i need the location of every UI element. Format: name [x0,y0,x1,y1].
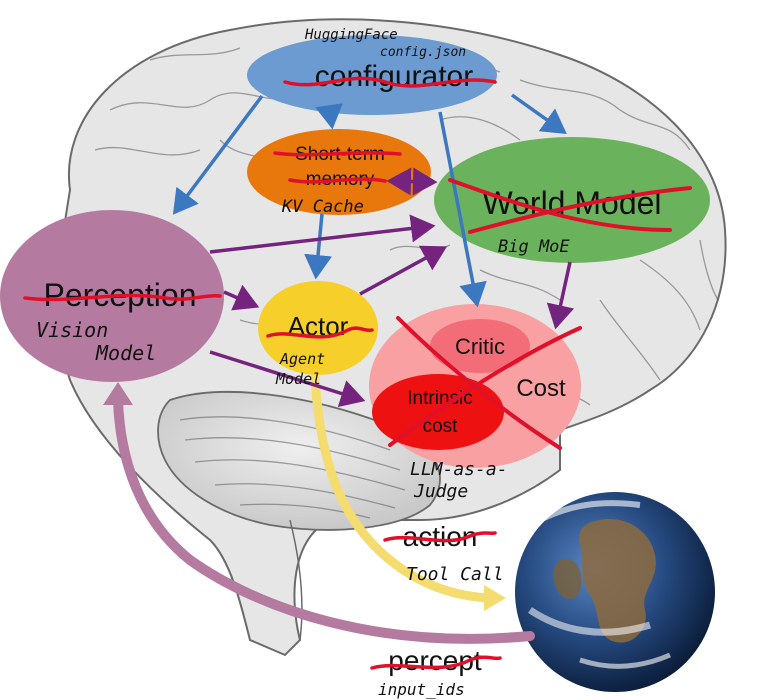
configurator-annotation-line1: HuggingFace [304,27,398,43]
short-term-memory-strike-2 [288,177,387,184]
action-annotation: Tool Call [406,564,504,585]
actor-annotation-line2: Model [275,370,321,388]
cost-cross-2 [388,326,582,447]
percept-edge [113,395,535,644]
actor-strikethrough [266,326,374,339]
actor-node [258,281,378,375]
world-model-node [434,137,710,263]
configurator-label: configurator [315,60,473,93]
short-term-memory-strike-1 [273,151,402,157]
judge-annotation-line2: Judge [413,481,468,502]
judge-annotation-line1: LLM-as-a- [410,459,508,480]
configurator-node [247,35,497,115]
perception-annotation-line2: Model [95,341,156,365]
cost-cross-1 [396,316,562,450]
earth-globe-icon [515,492,715,692]
percept-strikethrough [370,655,502,670]
configurator-arrows [172,93,567,308]
percept-annotation: input_ids [378,680,465,699]
action-strikethrough [383,531,497,543]
percept-edge-arrowhead [103,382,133,405]
short-term-memory-annotation: KV Cache [281,197,364,217]
perception-strikethrough [23,293,222,302]
configurator-strikethrough [283,76,497,88]
action-edge [310,373,493,603]
critic-label: Critic [455,334,505,359]
intrinsic-cost-label-line2: cost [423,416,459,437]
short-term-memory-node [247,129,431,215]
configurator-annotation-line2: config.json [380,45,466,60]
perception-annotation-line1: Vision [36,318,108,342]
cost-label: Cost [516,375,566,402]
world-model-cross-2 [468,186,692,234]
action-edge-arrowhead [484,585,506,611]
world-model-annotation: Big MoE [498,237,570,257]
world-model-label: World Model [482,185,661,221]
data-flow-arrows [209,167,575,408]
intrinsic-cost-label-line1: Intrinsic [407,388,472,409]
actor-annotation-line1: Agent [279,350,325,368]
world-model-cross-1 [448,178,672,232]
critic-node [430,319,530,373]
